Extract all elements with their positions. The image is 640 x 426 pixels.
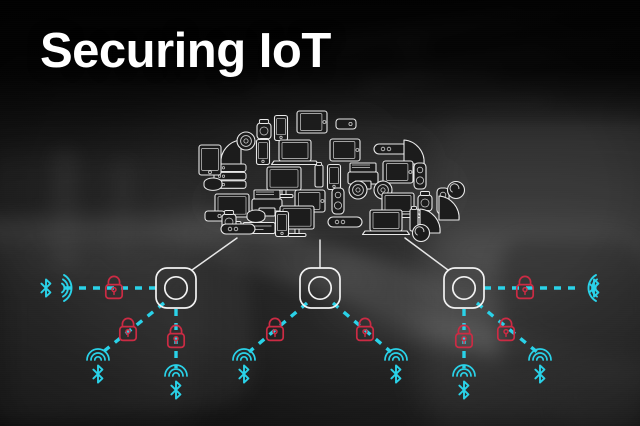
wireless-endpoints xyxy=(87,349,551,399)
padlock-icons xyxy=(104,275,535,349)
secured-link-right-diagonal xyxy=(475,301,539,354)
endpoint-icon xyxy=(385,349,407,383)
padlock-icon xyxy=(118,317,138,342)
endpoint-icon xyxy=(453,365,475,399)
link-cloud-hub-left xyxy=(191,237,238,271)
hub-nodes[interactable] xyxy=(155,267,485,309)
endpoint-icon xyxy=(233,349,255,383)
hub-left xyxy=(155,267,197,309)
endpoint-icon xyxy=(165,365,187,399)
secured-link-center-diagonal-right xyxy=(331,301,393,354)
bluetooth-icon xyxy=(588,278,600,298)
padlock-icon xyxy=(265,317,285,342)
padlock-icon xyxy=(355,317,375,342)
secured-links xyxy=(64,286,576,368)
bluetooth-icon xyxy=(40,278,52,298)
wireless-badge-left xyxy=(40,274,73,302)
wireless-badge-right xyxy=(587,274,600,302)
link-cloud-hub-right xyxy=(404,237,449,271)
secured-link-left-diagonal xyxy=(101,301,166,354)
backbone-links xyxy=(191,237,449,271)
endpoint-icon xyxy=(87,349,109,383)
page-title: Securing IoT xyxy=(40,24,331,78)
secured-link-center-diagonal-left xyxy=(247,301,309,354)
endpoint-icon xyxy=(529,349,551,383)
device-cloud xyxy=(198,110,466,243)
